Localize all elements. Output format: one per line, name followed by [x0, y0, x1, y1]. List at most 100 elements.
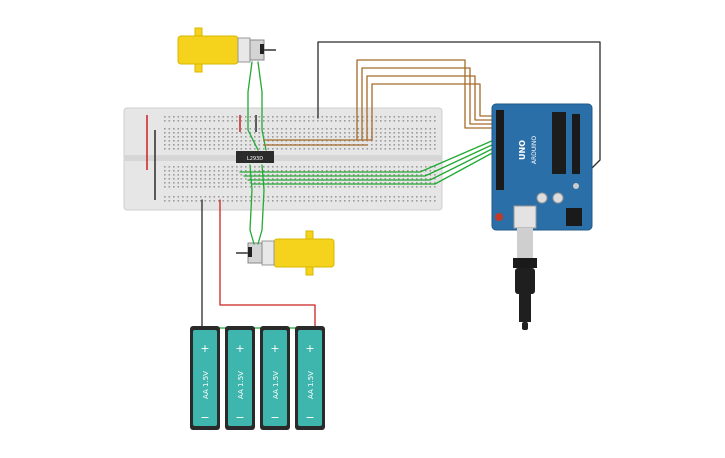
breadboard-hole	[348, 200, 351, 202]
breadboard-hole	[321, 120, 324, 122]
arduino-uno[interactable]: UNO ARDUINO	[491, 103, 593, 231]
l293d-chip[interactable]: L293D	[236, 151, 274, 163]
aa-battery[interactable]: +AA 1.5V−	[225, 326, 255, 430]
breadboard-hole	[375, 132, 378, 134]
breadboard-hole	[425, 186, 427, 188]
breadboard-hole	[272, 128, 274, 130]
wires[interactable]	[201, 41, 601, 329]
breadboard-hole	[186, 148, 189, 150]
breadboard-hole	[299, 170, 301, 172]
breadboard-hole	[357, 178, 360, 180]
breadboard-hole	[429, 140, 432, 142]
breadboard-hole	[425, 136, 427, 138]
aa-battery[interactable]: +AA 1.5V−	[260, 326, 290, 430]
reset-button[interactable]	[495, 213, 503, 221]
breadboard-hole	[393, 120, 396, 122]
power-jack[interactable]	[566, 208, 582, 226]
breadboard-hole	[344, 170, 346, 172]
aa-battery[interactable]: +AA 1.5V−	[295, 326, 325, 430]
breadboard-hole	[173, 120, 175, 122]
breadboard-hole	[164, 128, 166, 130]
breadboard-hole	[213, 140, 216, 142]
breadboard-hole	[362, 182, 364, 184]
breadboard-hole	[285, 178, 288, 180]
breadboard-hole	[258, 170, 261, 172]
breadboard-hole	[398, 140, 400, 142]
breadboard-hole	[204, 140, 207, 142]
breadboard-hole	[308, 148, 310, 150]
breadboard-hole	[326, 200, 328, 202]
breadboard-hole	[353, 166, 355, 168]
breadboard-hole	[348, 116, 351, 118]
breadboard-hole	[213, 128, 216, 130]
breadboard-hole	[398, 144, 400, 146]
dc-motor-top[interactable]	[177, 27, 276, 73]
breadboard-hole	[375, 128, 378, 130]
breadboard-hole	[299, 128, 301, 130]
breadboard-hole	[164, 182, 166, 184]
usb-cable[interactable]	[513, 228, 537, 330]
breadboard-hole	[186, 174, 189, 176]
digital-header[interactable]	[496, 110, 504, 190]
breadboard-hole	[213, 200, 216, 202]
breadboard-hole	[425, 128, 427, 130]
breadboard-hole	[299, 132, 301, 134]
breadboard-hole	[326, 170, 328, 172]
breadboard-hole	[236, 186, 238, 188]
breadboard-hole	[407, 174, 409, 176]
breadboard-hole	[254, 120, 256, 122]
breadboard-hole	[276, 174, 279, 176]
breadboard-hole	[398, 128, 400, 130]
breadboard-hole	[335, 174, 337, 176]
breadboard-hole	[177, 200, 180, 202]
breadboard[interactable]	[123, 107, 443, 211]
breadboard-hole	[254, 166, 256, 168]
breadboard-hole	[389, 196, 391, 198]
breadboard-hole	[195, 182, 198, 184]
breadboard-hole	[263, 116, 265, 118]
breadboard-hole	[371, 144, 373, 146]
breadboard-hole	[245, 166, 247, 168]
breadboard-hole	[312, 132, 315, 134]
breadboard-hole	[312, 174, 315, 176]
breadboard-hole	[380, 170, 382, 172]
breadboard-hole	[227, 166, 229, 168]
breadboard-hole	[344, 132, 346, 134]
breadboard-hole	[204, 186, 207, 188]
breadboard-hole	[303, 182, 306, 184]
breadboard-hole	[231, 178, 234, 180]
breadboard-hole	[186, 140, 189, 142]
breadboard-hole	[267, 196, 270, 198]
breadboard-hole	[227, 116, 229, 118]
breadboard-hole	[362, 196, 364, 198]
breadboard-hole	[204, 196, 207, 198]
breadboard-hole	[393, 186, 396, 188]
breadboard-hole	[425, 148, 427, 150]
usb-port[interactable]	[513, 205, 537, 229]
breadboard-hole	[218, 128, 220, 130]
breadboard-hole	[384, 120, 387, 122]
analog-header[interactable]	[572, 114, 580, 174]
breadboard-hole	[362, 174, 364, 176]
breadboard-hole	[168, 144, 171, 146]
breadboard-hole	[182, 174, 184, 176]
battery-pack[interactable]: +AA 1.5V−+AA 1.5V−+AA 1.5V−+AA 1.5V−	[190, 326, 325, 430]
breadboard-hole	[294, 196, 297, 198]
breadboard-hole	[425, 166, 427, 168]
breadboard-hole	[186, 136, 189, 138]
breadboard-hole	[191, 196, 193, 198]
breadboard-hole	[398, 182, 400, 184]
breadboard-hole	[402, 132, 405, 134]
breadboard-hole	[168, 136, 171, 138]
breadboard-hole	[362, 116, 364, 118]
breadboard-hole	[353, 136, 355, 138]
aa-battery[interactable]: +AA 1.5V−	[190, 326, 220, 430]
breadboard-hole	[240, 140, 243, 142]
breadboard-hole	[308, 132, 310, 134]
breadboard-hole	[416, 116, 418, 118]
breadboard-hole	[177, 196, 180, 198]
breadboard-hole	[393, 128, 396, 130]
breadboard-hole	[312, 136, 315, 138]
dc-motor-bottom[interactable]	[236, 230, 335, 276]
